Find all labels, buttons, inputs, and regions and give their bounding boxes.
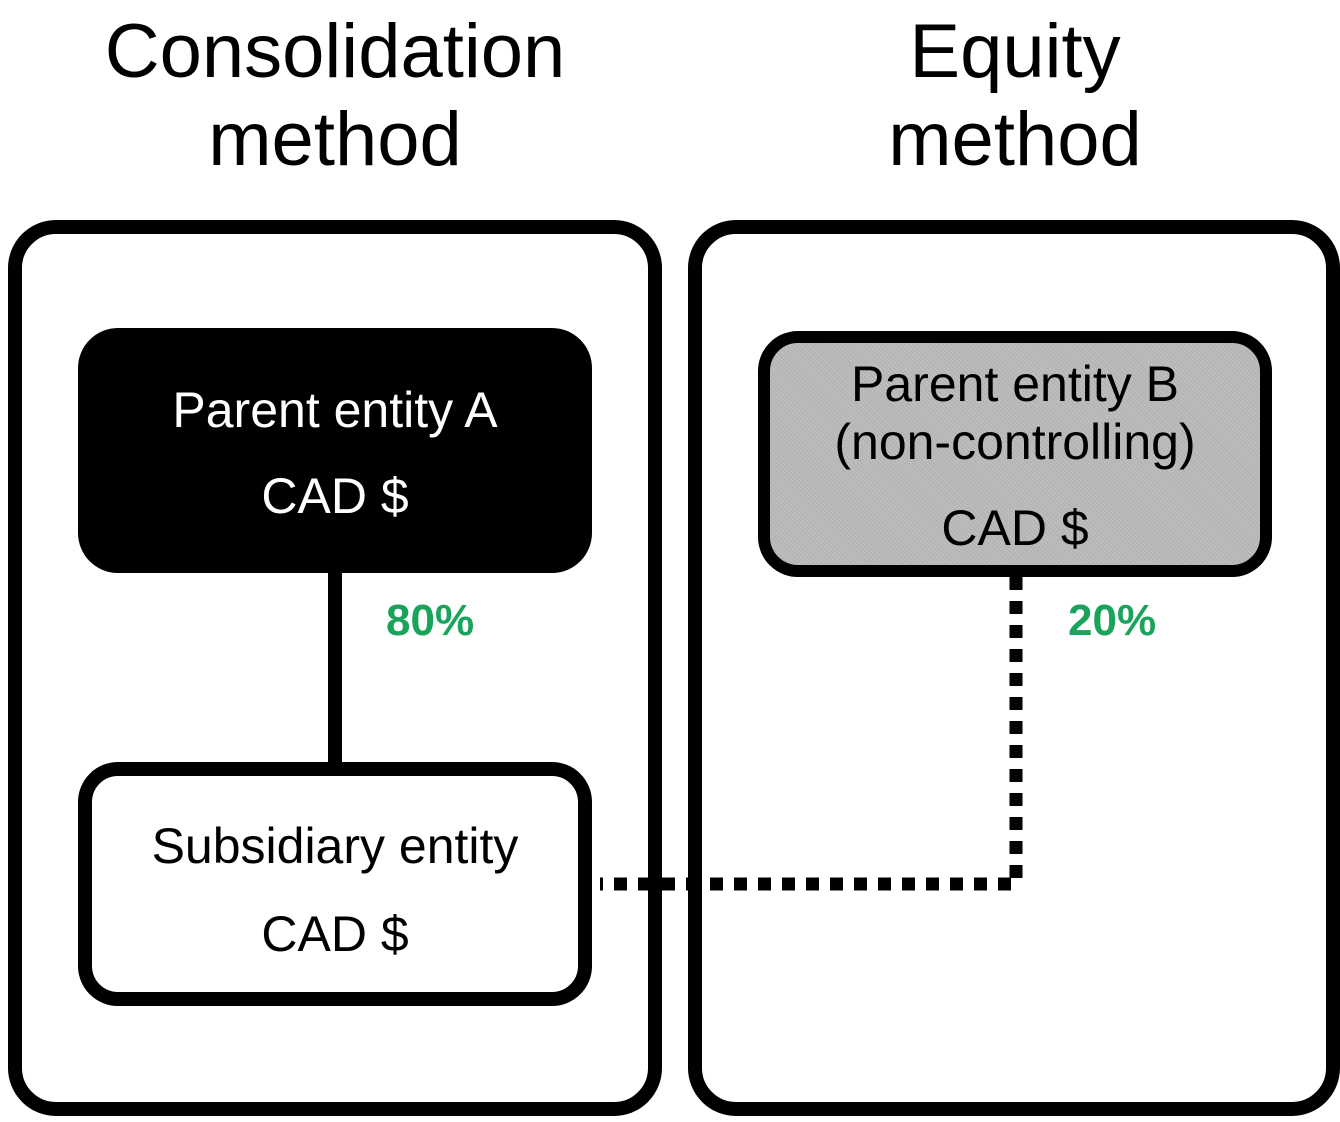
entity-currency: CAD $: [941, 500, 1089, 556]
ownership-80-label: 80%: [386, 596, 475, 645]
entity-name: Parent entity B: [851, 356, 1179, 412]
heading-line: method: [888, 97, 1142, 182]
heading-line: method: [208, 97, 462, 182]
subsidiary-entity-box: Subsidiary entity CAD $: [78, 762, 592, 1006]
equity-method-heading: Equity method: [690, 8, 1340, 184]
heading-line: Equity: [909, 9, 1121, 94]
parent-entity-b-box: Parent entity B (non-controlling) CAD $: [758, 331, 1272, 577]
entity-qualifier: (non-controlling): [834, 414, 1196, 470]
entity-currency: CAD $: [261, 906, 409, 962]
entity-currency: CAD $: [261, 468, 409, 524]
heading-line: Consolidation: [104, 9, 566, 94]
ownership-20-label: 20%: [1068, 596, 1157, 645]
consolidation-method-heading: Consolidation method: [0, 8, 670, 184]
entity-name: Parent entity A: [172, 382, 498, 438]
parent-entity-a-box: Parent entity A CAD $: [78, 328, 592, 573]
entity-name: Subsidiary entity: [151, 818, 519, 874]
